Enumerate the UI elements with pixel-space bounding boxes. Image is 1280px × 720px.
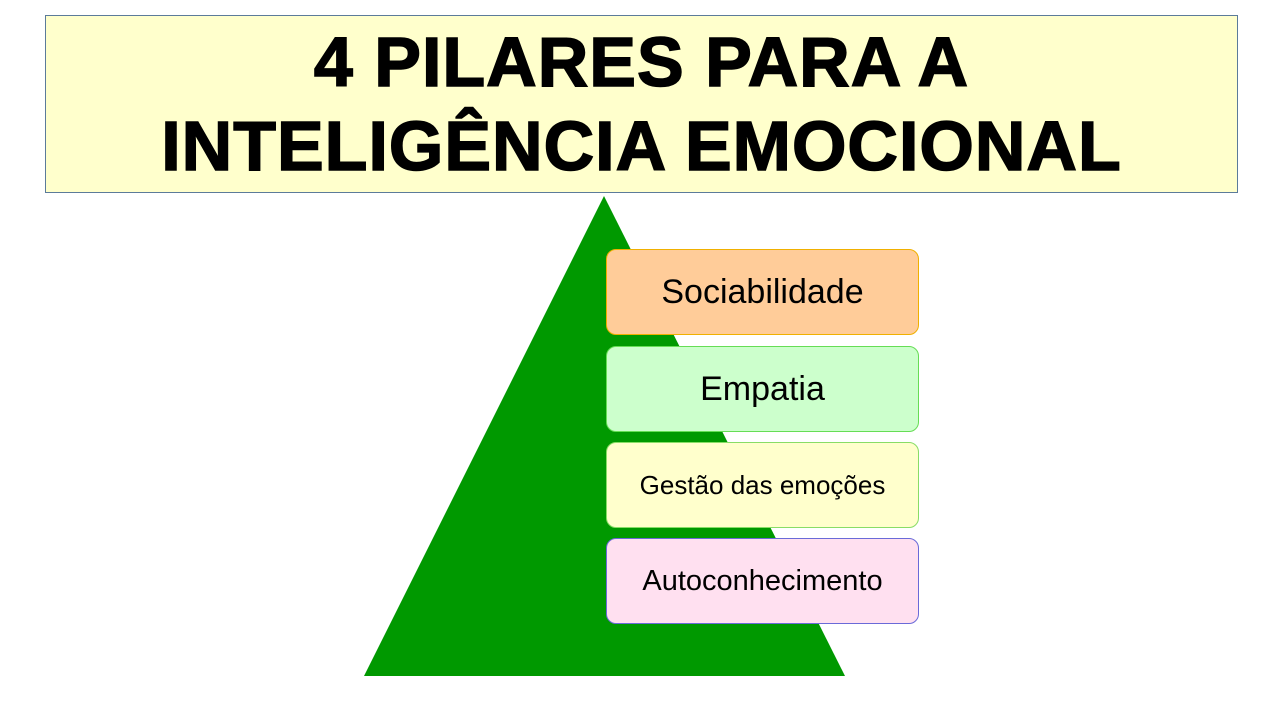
title-line-1: 4 PILARES PARA A	[313, 22, 970, 102]
title-line-2: INTELIGÊNCIA EMOCIONAL	[160, 106, 1122, 186]
level-empatia: Empatia	[606, 346, 919, 432]
level-gestao-das-emocoes: Gestão das emoções	[606, 442, 919, 528]
level-autoconhecimento: Autoconhecimento	[606, 538, 919, 624]
title-banner: 4 PILARES PARA A INTELIGÊNCIA EMOCIONAL	[45, 15, 1238, 193]
level-sociabilidade: Sociabilidade	[606, 249, 919, 335]
